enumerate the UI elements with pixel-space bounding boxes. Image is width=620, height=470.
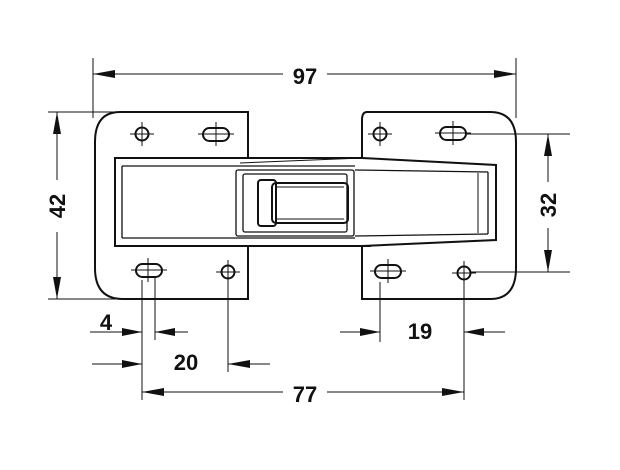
dimension-97-label: 97 (293, 64, 317, 89)
dimension-4: 4 (90, 276, 188, 400)
dimension-20: 20 (92, 280, 270, 375)
dimension-42: 42 (45, 111, 123, 300)
dimension-4-label: 4 (100, 310, 113, 335)
dimension-32: 32 (466, 133, 570, 273)
right-plate-holes (368, 121, 476, 285)
dimension-77: 77 (142, 382, 464, 407)
hinge-link (114, 157, 497, 247)
dimension-20-label: 20 (174, 350, 198, 375)
dimension-19-label: 19 (408, 319, 432, 344)
dimension-77-label: 77 (293, 382, 317, 407)
dimension-19: 19 (340, 282, 505, 400)
dimension-42-label: 42 (45, 194, 70, 218)
left-plate-holes (130, 122, 240, 284)
dimension-32-label: 32 (536, 193, 561, 217)
dimension-97: 97 (92, 58, 517, 118)
